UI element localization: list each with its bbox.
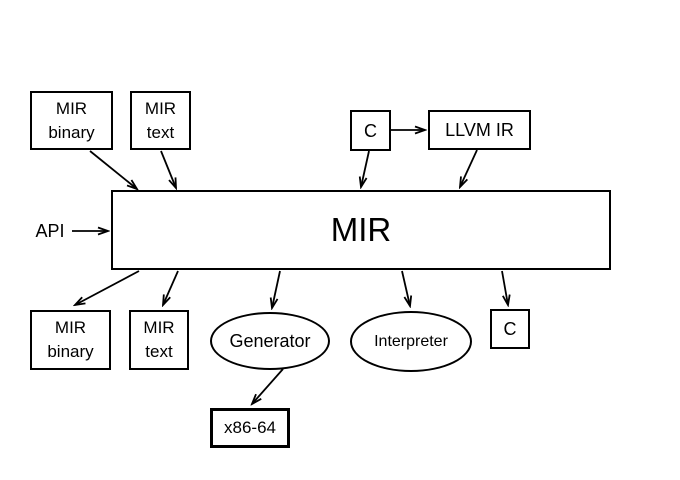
edge-mir-to-generator [272, 270, 281, 308]
node-label: LLVM IR [445, 120, 514, 140]
edge-mir-binary-top-to-mir [89, 150, 137, 189]
node-label: Interpreter [374, 332, 448, 350]
node-api-label: API [30, 219, 70, 243]
node-label: x86-64 [224, 418, 276, 437]
node-c-bottom: C [490, 309, 530, 349]
edge-mir-text-top-to-mir [160, 150, 176, 188]
edge-llvm-ir-to-mir [460, 149, 478, 187]
node-label: C [503, 319, 517, 339]
edge-mir-to-mir-binary-bottom [75, 270, 140, 305]
node-mir-binary-bottom: MIR binary [30, 310, 111, 370]
edge-c-to-mir [361, 150, 370, 187]
node-interpreter: Interpreter [350, 311, 472, 372]
edge-mir-to-interpreter [401, 270, 410, 306]
node-label: MIR [54, 318, 87, 337]
node-label: MIR [144, 98, 177, 118]
node-llvm-ir: LLVM IR [428, 110, 531, 150]
node-c-top: C [350, 110, 391, 151]
edge-mir-to-mir-text-bottom [163, 270, 179, 305]
edge-generator-to-x86-64 [252, 368, 284, 404]
node-label: text [145, 342, 173, 361]
node-label: MIR [143, 318, 175, 337]
node-label: binary [48, 122, 95, 142]
node-label: binary [47, 342, 94, 361]
node-mir-binary-top: MIR binary [30, 91, 113, 150]
node-label: API [35, 221, 65, 241]
node-x86-64: x86-64 [210, 408, 290, 448]
node-label: MIR [55, 98, 88, 118]
node-mir-text-top: MIR text [130, 91, 191, 150]
node-label: MIR [330, 211, 392, 248]
node-mir-main: MIR [111, 190, 611, 270]
node-label: text [146, 122, 175, 142]
node-mir-text-bottom: MIR text [129, 310, 189, 370]
edge-mir-to-c-bottom [501, 270, 508, 305]
node-label: C [364, 120, 377, 141]
node-label: Generator [229, 331, 311, 351]
node-generator: Generator [210, 312, 330, 370]
